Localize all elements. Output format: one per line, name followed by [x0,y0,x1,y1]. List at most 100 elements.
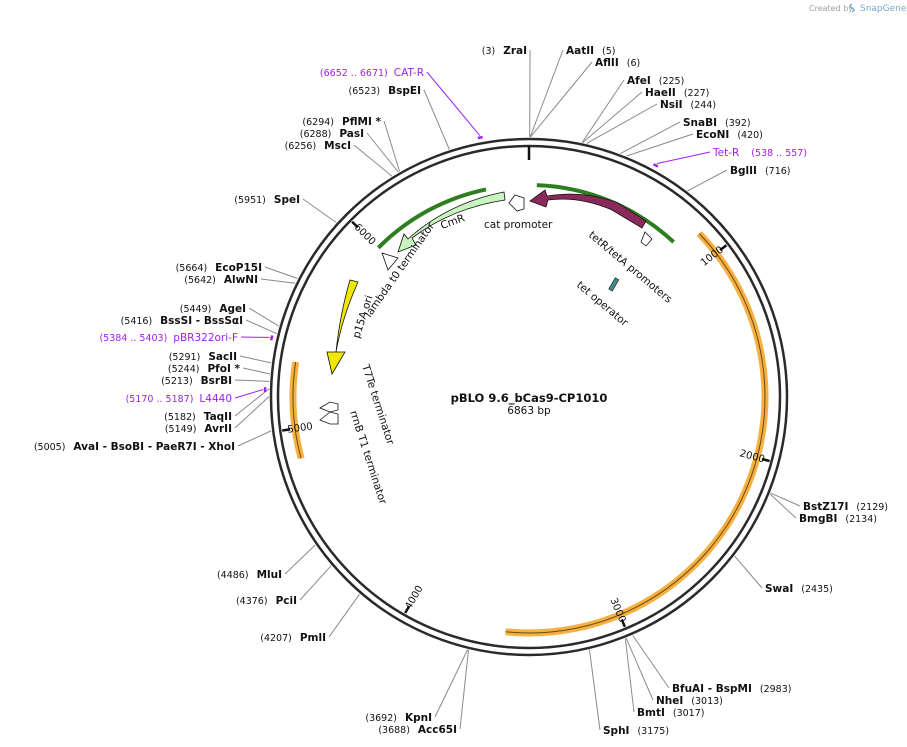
site-name[interactable]: AfeI [627,75,651,87]
tet-operator-label: tet operator [574,279,631,329]
site-leader [632,635,670,689]
site-position: (6523) [349,86,381,97]
site-name[interactable]: HaeII [645,87,676,99]
site-leader [423,89,450,150]
site-name[interactable]: TaqII [204,411,232,423]
site-name[interactable]: BmtI [637,707,665,719]
primer-name[interactable]: L4440 [199,393,232,405]
leader-lines [234,49,801,731]
site-leader [769,493,797,519]
site-name[interactable]: PmlI [300,632,326,644]
site-name[interactable]: BspEI [388,85,421,97]
site-name[interactable]: AgeI [219,303,246,315]
site-name[interactable]: EcoP15I [215,262,262,274]
site-leader [581,79,625,143]
site-name[interactable]: PflMI * [342,116,381,128]
primer-name[interactable]: CAT-R [394,67,424,79]
snapgene-logo-icon [849,3,855,13]
primer-leader [426,71,481,136]
p15a-ori-feature[interactable] [326,279,359,376]
site-position: (4207) [260,633,292,644]
site-position: (5664) [176,263,208,274]
scale-tick [761,457,770,463]
site-name[interactable]: SphI [603,725,629,737]
scale-tick [404,605,411,614]
site-leader [687,169,728,192]
primer-labels: CAT-R(6652 .. 6671)Tet-R(538 .. 557)pBR3… [99,67,807,405]
site-name[interactable]: MscI [324,140,351,152]
primer-mark [653,163,659,168]
site-leader [234,388,270,417]
orange-feature-left [289,361,305,460]
scale-tick-label: 4000 [403,584,425,612]
site-name[interactable]: SwaI [765,583,793,595]
site-name[interactable]: BsrBI [201,375,232,387]
site-position: (5) [602,46,615,57]
site-name[interactable]: BfuAI - BspMI [672,683,752,695]
site-position: (2129) [856,502,888,513]
orange-feature-right [505,231,769,637]
site-position: (227) [684,88,710,99]
site-leader [302,198,337,223]
plasmid-length: 6863 bp [507,405,551,417]
site-position: (5291) [169,352,201,363]
site-position: (3175) [637,726,669,737]
site-position: (2983) [760,684,792,695]
tetr-teta-promoter-arrow [640,231,653,247]
plasmid-name: pBLO 9.6_bCas9-CP1010 [451,391,608,406]
site-position: (420) [737,130,763,141]
site-name[interactable]: AvaI - BsoBI - PaeR7I - XhoI [73,441,235,453]
credit-brand: SnapGene [860,4,907,14]
site-position: (2134) [845,514,877,525]
primer-position: (5384 .. 5403) [99,333,167,344]
site-position: (5182) [164,412,196,423]
site-position: (4486) [217,570,249,581]
site-name[interactable]: Acc65I [418,724,457,736]
site-name[interactable]: BmgBI [799,513,837,525]
site-name[interactable]: BstZ17I [803,501,848,513]
site-position: (5642) [184,275,216,286]
site-name[interactable]: AlwNI [224,274,258,286]
site-position: (244) [691,100,717,111]
site-leader [530,61,593,138]
primer-name[interactable]: Tet-R [712,147,739,159]
rrnb-t1-terminator-arrow [319,411,339,425]
site-name[interactable]: SnaBI [683,117,717,129]
site-name[interactable]: PasI [339,128,364,140]
site-name[interactable]: EcoNI [696,129,729,141]
site-name[interactable]: PciI [276,595,297,607]
site-name[interactable]: PfoI * [207,363,240,375]
site-leader [248,307,280,327]
site-name[interactable]: AflII [595,57,619,69]
site-leader [284,544,316,575]
site-name[interactable]: NheI [656,695,683,707]
site-name[interactable]: KpnI [405,712,432,724]
site-name[interactable]: BglII [730,165,757,177]
site-position: (5416) [121,316,153,327]
site-leader [626,133,694,157]
primer-leader [656,151,711,165]
site-name[interactable]: NsiI [660,99,683,111]
tetr-feature[interactable] [529,189,647,229]
cmr-feature[interactable] [397,191,506,253]
site-leader [234,396,270,429]
site-leader [586,103,658,144]
site-position: (225) [659,76,685,87]
cmr-green-arc [376,187,487,250]
primer-name[interactable]: pBR322ori-F [173,332,238,344]
site-name[interactable]: SacII [208,351,237,363]
site-name[interactable]: SpeI [274,194,300,206]
site-position: (5244) [168,364,200,375]
site-leader [624,638,635,713]
site-name[interactable]: BssSI - BssSαI [160,315,243,327]
site-position: (3017) [673,708,705,719]
site-name[interactable]: MluI [257,569,282,581]
site-leader [734,555,763,589]
scale-tick [351,220,359,229]
scale-tick-label: 5000 [287,421,314,435]
tet-operator-feature [608,277,620,292]
site-name[interactable]: ZraI [503,45,527,57]
cat-promoter-label: cat promoter [484,219,553,231]
site-name[interactable]: AatII [566,45,594,57]
site-name[interactable]: AvrII [204,423,232,435]
